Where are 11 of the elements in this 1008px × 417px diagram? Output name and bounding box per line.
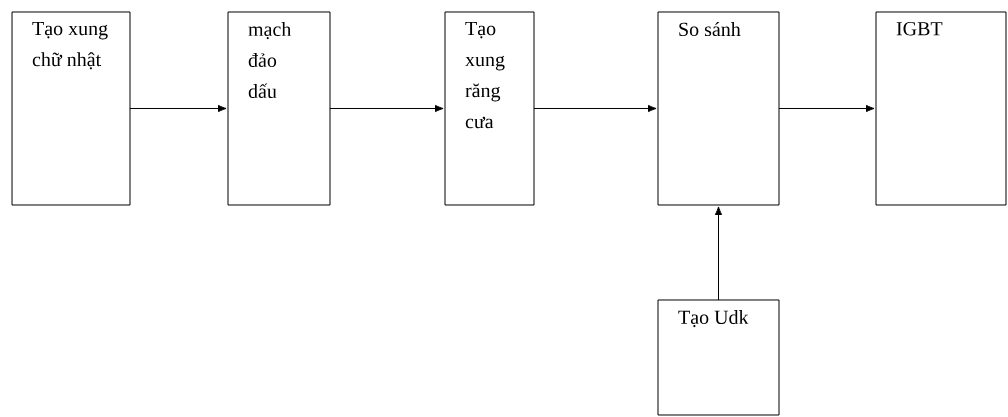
process-box: Tạo xung răng cưa [444, 11, 535, 206]
process-box: So sánh [657, 11, 780, 206]
arrow [329, 104, 444, 113]
process-box: Tạo xung chữ nhật [11, 11, 131, 206]
arrow [714, 206, 723, 301]
process-box: Tạo Udk [657, 299, 780, 416]
process-box: IGBT [875, 11, 1007, 206]
arrow [129, 104, 227, 113]
arrow [778, 104, 875, 113]
process-box: mạch đảo dấu [227, 11, 331, 206]
arrow [533, 104, 657, 113]
